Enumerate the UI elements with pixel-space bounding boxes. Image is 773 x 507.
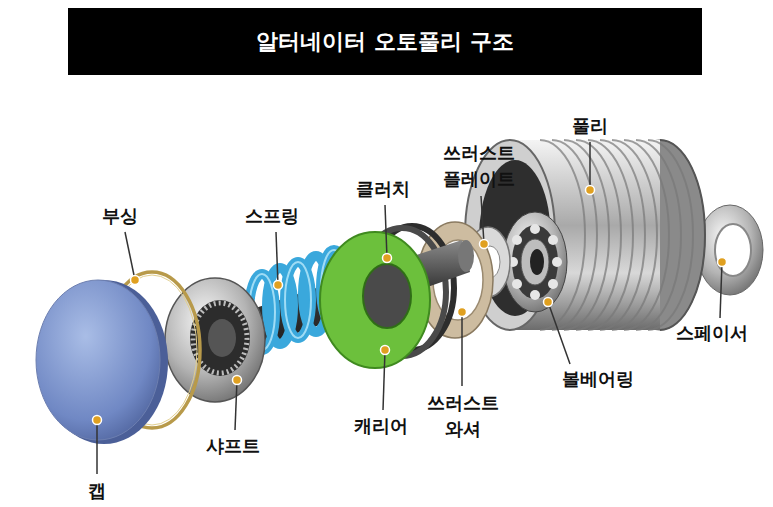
leader-line: [383, 350, 385, 410]
ball-bearing: [552, 257, 562, 267]
part-label: 캡: [77, 478, 117, 504]
carrier-ring: [363, 264, 411, 328]
leader-line: [97, 142, 722, 474]
leader-line: [235, 380, 237, 430]
part-label: 캐리어: [341, 413, 421, 439]
part-label: 쓰러스트 플레이트: [436, 140, 522, 192]
leader-dot: [274, 281, 283, 290]
part-label: 풀리: [560, 113, 620, 139]
leader-dot: [233, 376, 242, 385]
leader-dot: [544, 298, 553, 307]
shaft-flange: [165, 278, 265, 402]
pulley-body: [660, 140, 705, 330]
ball-bearing: [548, 235, 558, 245]
leader-dot: [586, 186, 595, 195]
ball-bearing: [503, 212, 567, 312]
leader-line: [481, 196, 484, 244]
leader-line: [720, 262, 722, 318]
leader-line: [276, 232, 278, 285]
pulley-body: [540, 140, 693, 330]
cap-disc: [36, 280, 160, 440]
title-text: 알터네이터 오토풀리 구조: [68, 8, 702, 75]
leader-line: [385, 205, 387, 258]
spacer-ring: [715, 224, 751, 276]
leader-dot: [718, 258, 727, 267]
ball-bearing: [530, 290, 540, 300]
leader-dot: [93, 186, 727, 425]
leader-dot: [480, 240, 489, 249]
leader-dot: [131, 276, 140, 285]
ball-bearing: [521, 239, 549, 285]
ball-bearing: [548, 279, 558, 289]
ball-bearing: [530, 224, 540, 234]
leader-dot: [458, 308, 467, 317]
spring-highlight: [285, 262, 311, 338]
part-label: 부싱: [90, 203, 150, 229]
leader-dot: [381, 346, 390, 355]
spacer-ring: [697, 205, 763, 295]
leader-line: [548, 302, 570, 364]
part-label: 쓰러스트 와셔: [420, 390, 506, 442]
part-label: 볼베어링: [553, 366, 643, 392]
leader-line: [125, 232, 135, 280]
leader-line: [461, 312, 463, 386]
shaft-flange: [208, 319, 236, 357]
leader-line: [589, 142, 591, 190]
cap-disc: [36, 280, 168, 444]
ball-bearing: [512, 279, 522, 289]
leader-dot: [93, 416, 102, 425]
part-label: 스페이서: [669, 320, 755, 346]
part-label: 샤프트: [193, 433, 273, 459]
part-label: 클러치: [343, 176, 423, 202]
ball-bearing: [512, 235, 522, 245]
shaft-rod: [458, 240, 474, 272]
ball-bearing: [512, 225, 558, 299]
carrier-ring: [320, 232, 430, 368]
shaft-flange: [165, 278, 265, 402]
ball-bearing: [530, 249, 544, 275]
carrier-ring: [320, 232, 430, 368]
spacer-ring: [697, 205, 763, 295]
part-label: 스프링: [232, 203, 312, 229]
leader-line: [96, 420, 98, 474]
ball-bearing: [503, 212, 567, 312]
leader-dot: [383, 254, 392, 263]
